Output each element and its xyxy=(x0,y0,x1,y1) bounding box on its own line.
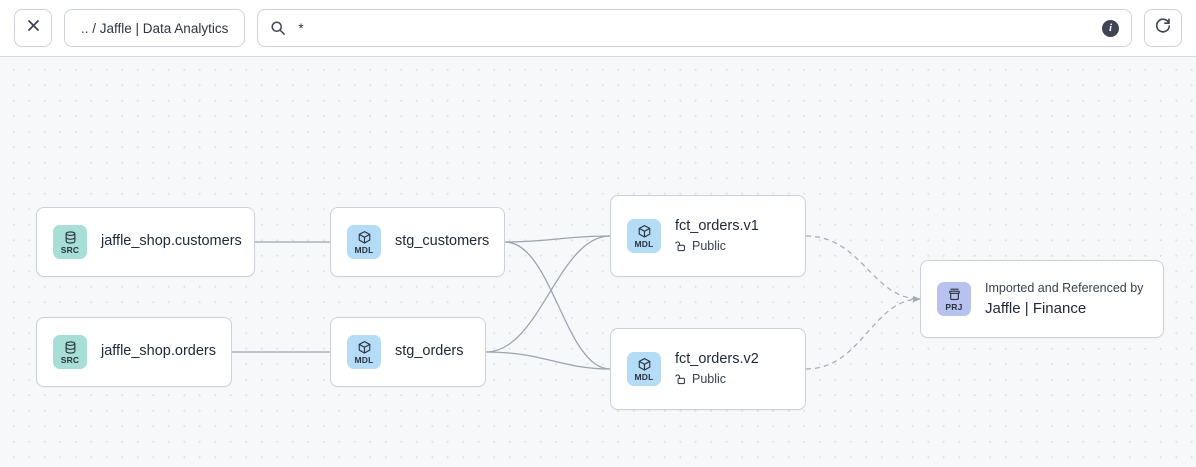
badge-label: SRC xyxy=(60,354,80,365)
close-button[interactable] xyxy=(14,9,52,47)
node-title: fct_orders.v1 xyxy=(675,218,759,235)
info-icon[interactable]: i xyxy=(1102,19,1119,37)
badge-label: PRJ xyxy=(945,301,963,312)
node-body: stg_customers xyxy=(395,233,490,250)
badge-src: SRC xyxy=(53,225,87,259)
badge-mdl: MDL xyxy=(347,335,381,369)
edge-stgcustomers-fctv2 xyxy=(504,241,611,370)
node-stg-orders[interactable]: MDL stg_orders xyxy=(330,317,486,387)
badge-prj: PRJ xyxy=(937,282,971,316)
node-title: fct_orders.v2 xyxy=(675,351,759,368)
node-visibility-label: Public xyxy=(692,371,727,386)
node-visibility: Public xyxy=(675,239,759,254)
unlock-icon xyxy=(675,373,687,385)
node-body: fct_orders.v2 Public xyxy=(675,351,759,386)
badge-mdl: MDL xyxy=(627,219,661,253)
breadcrumb[interactable]: .. / Jaffle | Data Analytics xyxy=(64,9,246,47)
project-icon xyxy=(947,287,962,302)
node-stg-customers[interactable]: MDL stg_customers xyxy=(330,207,505,277)
node-jaffle-finance[interactable]: PRJ Imported and Referenced by Jaffle | … xyxy=(920,260,1164,338)
node-title: jaffle_shop.orders xyxy=(101,343,217,360)
cube-icon xyxy=(637,357,652,372)
search-input[interactable] xyxy=(296,10,1092,46)
refresh-button[interactable] xyxy=(1144,9,1182,47)
node-jaffle-shop-orders[interactable]: SRC jaffle_shop.orders xyxy=(36,317,232,387)
refresh-icon xyxy=(1154,17,1172,40)
node-visibility-label: Public xyxy=(692,238,727,253)
edge-fctv2-finance xyxy=(805,295,921,370)
badge-mdl: MDL xyxy=(347,225,381,259)
badge-label: MDL xyxy=(354,354,374,365)
node-title: Jaffle | Finance xyxy=(985,299,1087,317)
database-icon xyxy=(63,340,78,355)
node-fct-orders-v2[interactable]: MDL fct_orders.v2 Public xyxy=(610,328,806,410)
node-fct-orders-v1[interactable]: MDL fct_orders.v1 Public xyxy=(610,195,806,277)
close-icon xyxy=(26,18,41,38)
node-title: stg_customers xyxy=(395,233,490,250)
node-visibility: Public xyxy=(675,372,759,387)
cube-icon xyxy=(357,230,372,245)
node-title: jaffle_shop.customers xyxy=(101,233,242,250)
badge-label: MDL xyxy=(354,244,374,255)
cube-icon xyxy=(357,340,372,355)
node-title: stg_orders xyxy=(395,343,464,360)
node-relation-label: Imported and Referenced by xyxy=(985,280,1144,295)
badge-mdl: MDL xyxy=(627,352,661,386)
search-bar[interactable]: i xyxy=(257,9,1132,47)
badge-src: SRC xyxy=(53,335,87,369)
search-icon xyxy=(270,20,286,36)
node-jaffle-shop-customers[interactable]: SRC jaffle_shop.customers xyxy=(36,207,255,277)
node-body: fct_orders.v1 Public xyxy=(675,218,759,253)
node-body: jaffle_shop.customers xyxy=(101,233,242,250)
node-body: stg_orders xyxy=(395,343,464,360)
edge-fctv1-finance xyxy=(805,235,921,303)
lineage-canvas[interactable]: SRC jaffle_shop.customers SRC jaffle_sh xyxy=(0,56,1196,467)
edge-stgcustomers-fctv1 xyxy=(504,235,611,243)
node-body: jaffle_shop.orders xyxy=(101,343,217,360)
edge-stgorders-fctv2 xyxy=(485,351,611,370)
cube-icon xyxy=(637,224,652,239)
badge-label: SRC xyxy=(60,244,80,255)
unlock-icon xyxy=(675,240,687,252)
badge-label: MDL xyxy=(634,371,654,382)
database-icon xyxy=(63,230,78,245)
node-body: Imported and Referenced by Jaffle | Fina… xyxy=(985,280,1143,319)
toolbar: .. / Jaffle | Data Analytics i xyxy=(0,0,1196,56)
badge-label: MDL xyxy=(634,238,654,249)
breadcrumb-label: .. / Jaffle | Data Analytics xyxy=(81,20,229,36)
